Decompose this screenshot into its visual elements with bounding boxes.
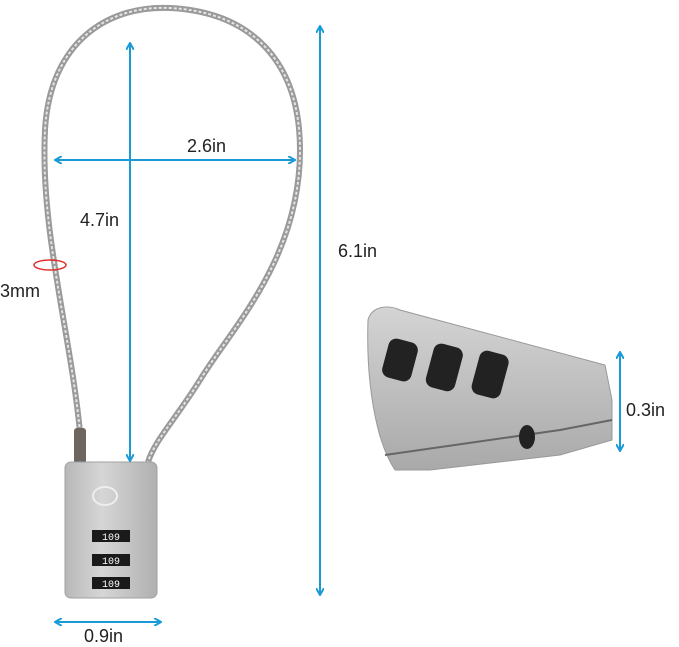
dial-value: 109 bbox=[102, 533, 120, 544]
body-width-label: 0.9in bbox=[84, 626, 124, 646]
lock-closeup-photo bbox=[367, 306, 613, 471]
dial-row-3: 109 bbox=[92, 577, 130, 591]
dial-value: 109 bbox=[102, 557, 120, 568]
body-thickness-label: 0.3in bbox=[626, 400, 666, 420]
cable-diameter-marker bbox=[33, 259, 67, 271]
cable-hole bbox=[519, 425, 535, 449]
dial-row-1: 109 bbox=[92, 530, 130, 544]
lock-body: 109 109 109 bbox=[64, 461, 158, 599]
brand-logo-icon bbox=[92, 486, 118, 506]
dial-value: 109 bbox=[102, 580, 120, 591]
loop-width-label: 2.6in bbox=[187, 136, 227, 156]
dial-row-2: 109 bbox=[92, 554, 130, 568]
loop-height-label: 4.7in bbox=[80, 210, 120, 230]
cable-ferrule bbox=[74, 428, 86, 464]
steel-cable bbox=[41, 4, 304, 463]
total-height-label: 6.1in bbox=[338, 241, 378, 261]
cable-diameter-label: 3mm bbox=[0, 281, 40, 301]
